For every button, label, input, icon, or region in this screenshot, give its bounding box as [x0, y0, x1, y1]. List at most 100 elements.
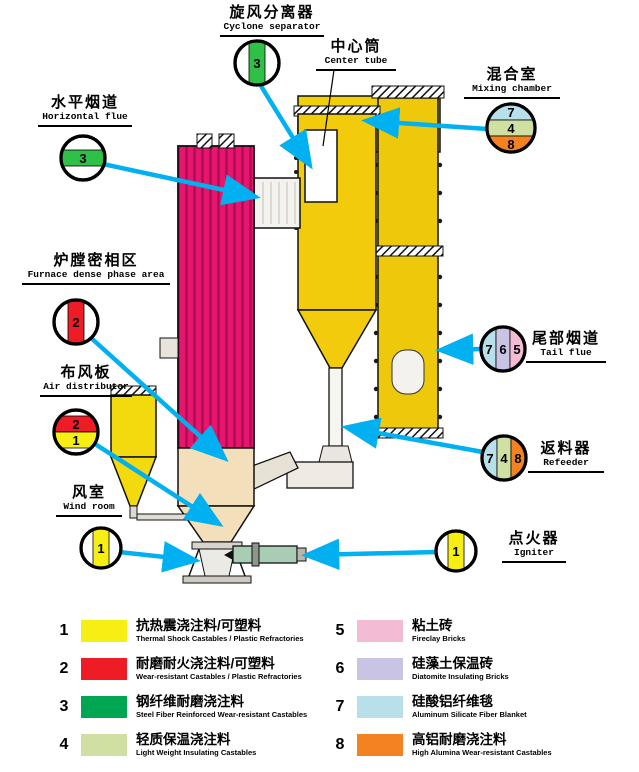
svg-text:7: 7	[485, 342, 492, 357]
standpipe-flare	[318, 445, 353, 463]
callout-arrows	[88, 84, 489, 573]
legend-label-zh: 轻质保温浇注料	[136, 732, 231, 748]
callout-refeeder: 7 4 8	[480, 434, 528, 482]
center-tube	[304, 129, 338, 203]
label-wind-room-zh: 风室	[71, 484, 106, 501]
label-horizontal-flue-en: Horizontal flue	[42, 111, 128, 123]
label-center-tube: 中心筒 Center tube	[316, 38, 396, 72]
callout-horizontal-flue: 3	[59, 134, 107, 182]
label-air-distributor-en: Air distributor	[43, 381, 129, 393]
svg-text:8: 8	[514, 451, 521, 466]
igniter-coupling	[251, 542, 260, 567]
svg-text:5: 5	[513, 342, 520, 357]
label-igniter: 点火器 Igniter	[502, 530, 566, 564]
igniter-end-cap	[296, 547, 307, 562]
tail-flue-mid-flange	[372, 245, 444, 257]
legend-number: 1	[59, 621, 69, 639]
callout-air-distributor: 2 1	[52, 408, 100, 456]
igniter-inlet-arrow	[224, 550, 233, 560]
legend-label-zh: 高铝耐磨浇注料	[412, 732, 507, 748]
tail-flue-tube-bundle	[391, 349, 425, 395]
legend-label-en: High Alumina Wear-resistant Castables	[412, 747, 552, 757]
svg-text:3: 3	[79, 151, 86, 166]
label-center-tube-zh: 中心筒	[330, 38, 382, 55]
label-refeeder: 返料器 Refeeder	[528, 440, 604, 474]
label-tail-flue-zh: 尾部烟道	[531, 330, 600, 347]
label-wind-room-en: Wind room	[63, 501, 115, 513]
legend-item-7: 7 硅酸铝纤维毯 Aluminum Silicate Fiber Blanket	[332, 694, 608, 719]
legend-label-en: Thermal Shock Castables / Plastic Refrac…	[136, 633, 304, 643]
label-air-distributor-zh: 布风板	[60, 364, 112, 381]
svg-text:1: 1	[452, 544, 459, 559]
callout-wind-room: 1	[79, 526, 123, 570]
legend-number: 8	[335, 735, 345, 753]
tail-flue-top-flange	[371, 85, 445, 99]
refeeder-loop-seal	[286, 461, 354, 489]
wind-room-leg-left	[188, 548, 200, 577]
svg-text:3: 3	[253, 56, 260, 71]
arrow-horizontal-flue	[102, 161, 261, 206]
label-igniter-zh: 点火器	[508, 530, 560, 547]
callout-mixing-chamber: 7 4 8	[485, 102, 537, 154]
furnace-dense-phase-zone	[177, 447, 255, 507]
legend-label-zh: 钢纤维耐磨浇注料	[136, 694, 244, 710]
label-furnace-dense-en: Furnace dense phase area	[27, 269, 165, 281]
horizontal-flue-duct	[253, 177, 301, 229]
arrow-cyclone	[259, 84, 313, 170]
label-wind-room: 风室 Wind room	[56, 484, 122, 518]
label-furnace-dense: 炉膛密相区 Furnace dense phase area	[22, 252, 170, 286]
center-tube-leader-line	[322, 69, 335, 147]
label-mixing-chamber-en: Mixing chamber	[472, 83, 552, 95]
legend-swatch	[357, 695, 403, 718]
label-horizontal-flue: 水平烟道 Horizontal flue	[38, 94, 132, 128]
label-tail-flue-en: Tail flue	[540, 347, 592, 359]
label-refeeder-zh: 返料器	[540, 440, 592, 457]
label-mixing-chamber-zh: 混合室	[486, 66, 538, 83]
svg-text:4: 4	[507, 121, 515, 136]
label-refeeder-en: Refeeder	[543, 457, 589, 469]
legend-item-2: 2 耐磨耐火浇注料/可塑料 Wear-resistant Castables /…	[56, 656, 332, 681]
svg-text:7: 7	[486, 451, 493, 466]
label-air-distributor: 布风板 Air distributor	[40, 364, 132, 398]
legend-item-6: 6 硅藻土保温砖 Diatomite Insulating Bricks	[332, 656, 608, 681]
label-furnace-dense-zh: 炉膛密相区	[53, 252, 139, 269]
svg-text:2: 2	[72, 315, 79, 330]
furnace-column	[177, 145, 255, 449]
legend-swatch	[81, 695, 127, 718]
legend-swatch	[357, 657, 403, 680]
label-center-tube-en: Center tube	[324, 55, 388, 67]
arrow-refeeder	[341, 417, 484, 455]
legend-number: 2	[59, 659, 69, 677]
svg-text:6: 6	[499, 342, 506, 357]
horizontal-flue-tubes	[262, 182, 296, 224]
legend-item-3: 3 钢纤维耐磨浇注料 Steel Fiber Reinforced Wear-r…	[56, 694, 332, 719]
legend-label-zh: 硅酸铝纤维毯	[412, 694, 493, 710]
furnace-cone	[176, 505, 256, 543]
legend-label-en: Steel Fiber Reinforced Wear-resistant Ca…	[136, 709, 308, 719]
standpipe	[328, 367, 343, 447]
arrow-igniter	[301, 538, 438, 571]
legend-number: 7	[335, 697, 345, 715]
arrow-air-distributor	[90, 440, 224, 527]
legend-swatch	[81, 619, 127, 642]
legend-number: 5	[335, 621, 345, 639]
legend-label-en: Diatomite Insulating Bricks	[412, 671, 509, 681]
arrow-mixing-chamber	[361, 107, 489, 139]
legend-label-en: Aluminum Silicate Fiber Blanket	[412, 709, 527, 719]
feed-hopper-body	[110, 394, 157, 458]
igniter-pipe	[232, 545, 298, 564]
feed-pipe	[136, 513, 192, 521]
label-cyclone-en: Cyclone separator	[223, 21, 321, 33]
furnace-top-stub-left	[196, 133, 213, 149]
label-horizontal-flue-zh: 水平烟道	[50, 94, 119, 111]
legend-label-en: Fireclay Bricks	[412, 633, 466, 643]
svg-text:2: 2	[72, 417, 79, 432]
legend-swatch	[81, 733, 127, 756]
svg-text:4: 4	[500, 451, 508, 466]
label-cyclone-zh: 旋风分离器	[229, 4, 315, 21]
legend-number: 6	[335, 659, 345, 677]
svg-text:7: 7	[507, 105, 514, 120]
legend-item-8: 8 高铝耐磨浇注料 High Alumina Wear-resistant Ca…	[332, 732, 608, 757]
